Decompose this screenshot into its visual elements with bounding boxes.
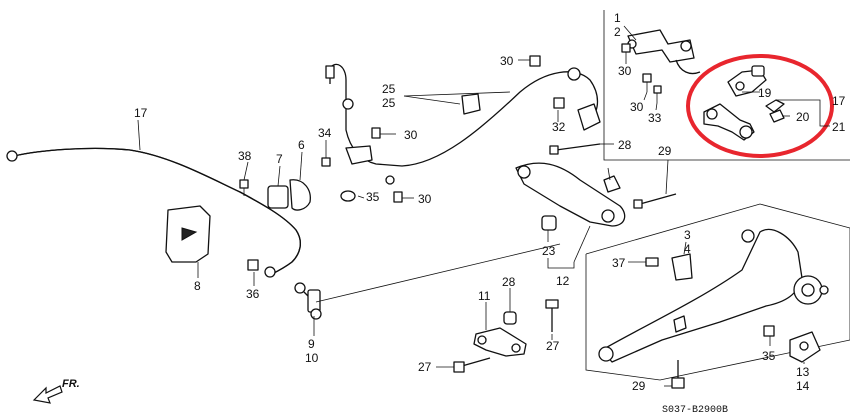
bracket-part-1-2: [627, 29, 701, 75]
callout-27-a: 28: [618, 138, 632, 152]
bolt-30-b: [642, 73, 652, 92]
callout-23: 25: [382, 96, 396, 110]
bolt-25-a: [545, 299, 559, 332]
callout-2: 2: [614, 25, 621, 39]
callout-32: 34: [318, 126, 332, 140]
front-arrow-icon: [32, 385, 63, 404]
nut-33: [763, 325, 775, 337]
callout-7: 7: [276, 152, 283, 166]
callout-4: 4: [684, 242, 691, 256]
callout-22: 25: [382, 82, 396, 96]
hub-13-14: [789, 331, 821, 363]
bracket-3-4: [671, 253, 693, 281]
bolt-31-b: [553, 97, 565, 109]
highlight-circle: [686, 54, 834, 158]
fr-label: FR.: [62, 378, 80, 390]
callout-31-a: 33: [648, 111, 662, 125]
callout-9: 9: [308, 337, 315, 351]
bolt-27-a: [549, 143, 601, 155]
callout-3: 3: [684, 228, 691, 242]
callout-35: 35: [366, 190, 380, 204]
callout-29: 28: [502, 275, 516, 289]
callout-11: 11: [478, 289, 491, 303]
stabilizer-bar: [6, 147, 302, 278]
callout-33: 35: [762, 349, 776, 363]
callout-8: 8: [194, 279, 201, 293]
callout-36: 38: [238, 149, 252, 163]
bolt-37: [645, 257, 659, 267]
bushing-21: [541, 215, 557, 231]
top-right-group-border: [603, 10, 850, 161]
callout-30-c: 30: [404, 128, 418, 142]
cap-35: [340, 190, 356, 202]
front-direction-indicator: FR.: [32, 378, 80, 404]
callouts: 17 38 7 6 8 36 9 10 34 30 25 25 30 35 30…: [134, 11, 846, 393]
callout-13: 13: [796, 365, 810, 379]
bolt-30-a: [621, 43, 631, 62]
bolt-27-b: [633, 193, 677, 209]
callout-6: 6: [298, 138, 305, 152]
sensor-wire-harness: [325, 63, 601, 185]
callout-30-d: 30: [500, 54, 514, 68]
callout-31-b: 32: [552, 120, 566, 134]
stabilizer-link: [294, 282, 322, 320]
callout-21: 23: [542, 244, 556, 258]
nut-34: [247, 259, 259, 271]
leader-lines: [137, 25, 830, 387]
upper-arm-assembly: [703, 65, 785, 141]
trailing-arm-group-border: [585, 203, 850, 381]
callout-25-b: 27: [418, 360, 432, 374]
callout-30-e: 30: [418, 192, 432, 206]
bolt-36: [239, 179, 249, 196]
bolt-30-c: [371, 127, 381, 139]
diagram-code: S037-B2900B: [662, 405, 728, 416]
lower-arm: [515, 162, 626, 227]
callout-12: 12: [556, 274, 570, 288]
trailing-arm: [598, 228, 829, 363]
bolt-30-e: [393, 191, 403, 203]
callout-25-a: 27: [546, 339, 560, 353]
callout-10: 10: [305, 351, 319, 365]
callout-34: 36: [246, 287, 260, 301]
callout-19: 20: [796, 110, 810, 124]
compensator-arm: [473, 327, 527, 357]
callout-20: 21: [832, 120, 846, 134]
callout-28: 29: [632, 379, 646, 393]
bolt-32: [321, 157, 331, 167]
bushing-holder: [267, 179, 311, 211]
callout-27-b: 29: [658, 144, 672, 158]
callout-14: 14: [796, 379, 810, 393]
callout-30-b: 30: [630, 100, 644, 114]
callout-18: 19: [758, 86, 772, 100]
bolt-31-a: [653, 85, 662, 103]
callout-30-a: 30: [618, 64, 632, 78]
bolt-30-d: [529, 55, 541, 67]
callout-1: 1: [614, 11, 621, 25]
bolt-28: [671, 360, 685, 389]
bolt-25-b: [453, 357, 491, 373]
callout-5: 17: [134, 106, 148, 120]
callout-17: 17: [832, 94, 846, 108]
stabilizer-bracket: [165, 205, 211, 263]
callout-37: 37: [612, 256, 626, 270]
washer-29: [503, 311, 517, 325]
